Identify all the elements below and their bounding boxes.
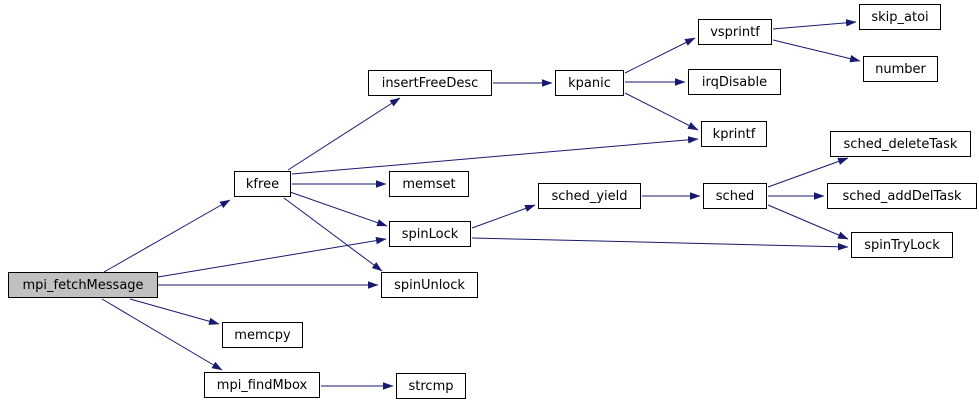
node-insertFreeDesc[interactable]: insertFreeDesc xyxy=(368,70,492,96)
edge-mpi_fetchMessage-to-mpi_findMbox xyxy=(101,298,223,371)
node-skip_atoi[interactable]: skip_atoi xyxy=(859,4,941,30)
edge-spinLock-to-spinTryLock xyxy=(471,237,849,251)
node-spinTryLock[interactable]: spinTryLock xyxy=(851,232,953,258)
node-sched_deleteTask[interactable]: sched_deleteTask xyxy=(830,131,971,157)
node-kfree[interactable]: kfree xyxy=(234,171,291,197)
edge-vsprintf-to-skip_atoi xyxy=(772,19,857,30)
edge-sched-to-sched_deleteTask xyxy=(767,157,849,188)
node-strcmp[interactable]: strcmp xyxy=(396,373,466,399)
node-memset[interactable]: memset xyxy=(389,171,469,197)
node-vsprintf[interactable]: vsprintf xyxy=(698,19,772,45)
edge-mpi_fetchMessage-to-kfree xyxy=(103,199,231,273)
edge-kpanic-to-kprintf xyxy=(624,92,699,131)
node-spinLock[interactable]: spinLock xyxy=(389,221,471,247)
edge-kfree-to-spinUnlock xyxy=(283,197,383,272)
node-number[interactable]: number xyxy=(863,56,938,82)
node-kpanic[interactable]: kpanic xyxy=(555,70,624,96)
node-irqDisable[interactable]: irqDisable xyxy=(688,69,781,95)
edge-mpi_fetchMessage-to-memcpy xyxy=(129,298,220,325)
edge-kfree-to-kprintf xyxy=(291,136,699,175)
node-sched[interactable]: sched xyxy=(703,183,767,209)
node-spinUnlock[interactable]: spinUnlock xyxy=(381,272,478,298)
edge-spinLock-to-sched_yield xyxy=(471,204,536,229)
edge-sched-to-spinTryLock xyxy=(767,204,849,240)
node-memcpy[interactable]: memcpy xyxy=(222,322,303,348)
node-mpi_fetchMessage: mpi_fetchMessage xyxy=(8,272,158,298)
edge-kfree-to-insertFreeDesc xyxy=(287,97,401,171)
node-sched_addDelTask[interactable]: sched_addDelTask xyxy=(827,183,977,209)
node-mpi_findMbox[interactable]: mpi_findMbox xyxy=(204,372,320,398)
node-sched_yield[interactable]: sched_yield xyxy=(538,183,641,209)
node-kprintf[interactable]: kprintf xyxy=(701,121,767,147)
edge-kpanic-to-vsprintf xyxy=(624,37,696,74)
edge-vsprintf-to-number xyxy=(772,39,861,63)
edge-kfree-to-spinLock xyxy=(289,191,388,227)
